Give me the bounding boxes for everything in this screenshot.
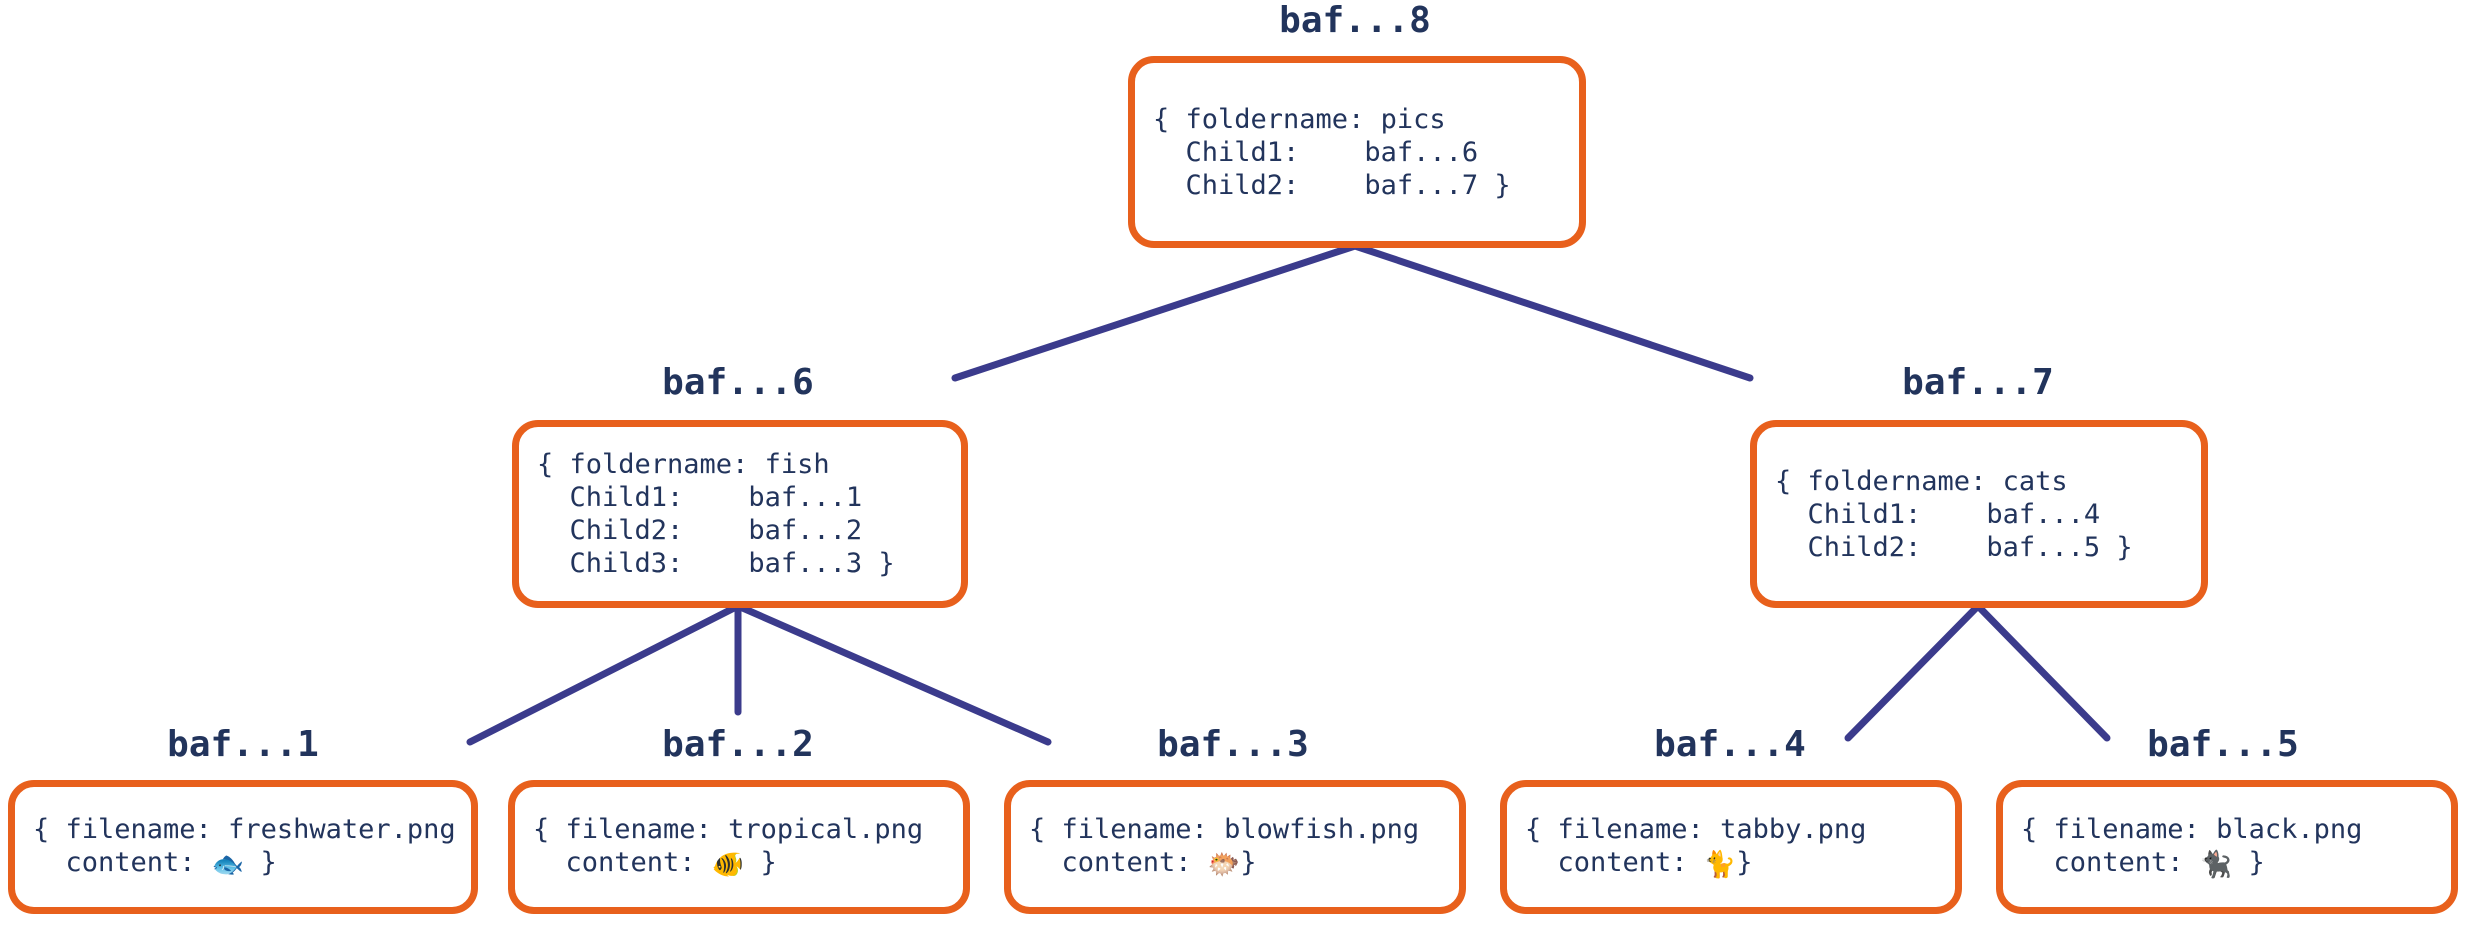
node-row: { foldername: cats — [1775, 465, 2068, 497]
node-box-tabby[interactable]: { filename: tabby.png content: 🐈} — [1500, 780, 1962, 914]
node-label-tropical: baf...2 — [662, 724, 814, 765]
node-rows-tabby: { filename: tabby.png content: 🐈} — [1507, 813, 1955, 882]
node-row: { filename: blowfish.png — [1029, 813, 1420, 845]
node-rows-fish: { foldername: fish Child1: baf...1 Child… — [519, 448, 961, 580]
edge-root-fish — [951, 242, 1359, 382]
node-row: Child2: baf...5 } — [1775, 531, 2133, 563]
blowfish-emoji: 🐡 — [1207, 849, 1241, 880]
content-label: content: — [1029, 846, 1208, 878]
content-label: content: — [1525, 846, 1704, 878]
node-row-content: content: 🐟 } — [33, 846, 453, 882]
node-row: Child1: baf...6 — [1153, 136, 1479, 168]
content-label: content: — [2021, 846, 2200, 878]
node-row: Child2: baf...2 — [537, 515, 863, 546]
node-row: Child2: baf...7 } — [1153, 169, 1511, 201]
close-brace: } — [1240, 846, 1257, 878]
close-brace: } — [1736, 846, 1753, 878]
node-label-fish: baf...6 — [662, 362, 814, 403]
content-label: content: — [533, 846, 712, 878]
node-row: { foldername: fish — [537, 449, 830, 480]
node-box-cats[interactable]: { foldername: cats Child1: baf...4 Child… — [1750, 420, 2208, 608]
node-row-content: content: 🐈} — [1525, 846, 1937, 882]
close-brace: } — [744, 846, 777, 878]
node-box-blowfish[interactable]: { filename: blowfish.png content: 🐡} — [1004, 780, 1466, 914]
node-box-fish[interactable]: { foldername: fish Child1: baf...1 Child… — [512, 420, 968, 608]
node-row-content: content: 🐡} — [1029, 846, 1441, 882]
black-cat-emoji: 🐈‍⬛ — [2199, 849, 2233, 880]
node-label-black: baf...5 — [2147, 724, 2299, 765]
node-box-root[interactable]: { foldername: pics Child1: baf...6 Child… — [1128, 56, 1586, 248]
node-rows-root: { foldername: pics Child1: baf...6 Child… — [1135, 103, 1579, 202]
node-row: { filename: black.png — [2021, 813, 2363, 845]
node-label-cats: baf...7 — [1902, 362, 2054, 403]
close-brace: } — [2232, 846, 2265, 878]
cat-emoji: 🐈 — [1703, 849, 1737, 880]
tropical-fish-emoji: 🐠 — [711, 849, 745, 880]
node-label-freshwater: baf...1 — [167, 724, 319, 765]
node-row: Child3: baf...3 } — [537, 548, 895, 579]
node-rows-blowfish: { filename: blowfish.png content: 🐡} — [1011, 813, 1459, 882]
edge-fish-freshwater — [466, 602, 742, 746]
close-brace: } — [244, 846, 277, 878]
node-row: { filename: tropical.png — [533, 813, 924, 845]
node-box-tropical[interactable]: { filename: tropical.png content: 🐠 } — [508, 780, 970, 914]
node-rows-tropical: { filename: tropical.png content: 🐠 } — [515, 813, 963, 882]
node-label-root: baf...8 — [1279, 0, 1431, 41]
fish-emoji: 🐟 — [211, 849, 245, 880]
node-row-content: content: 🐠 } — [533, 846, 945, 882]
node-box-black[interactable]: { filename: black.png content: 🐈‍⬛ } — [1996, 780, 2458, 914]
node-row: Child1: baf...4 — [1775, 498, 2101, 530]
node-rows-black: { filename: black.png content: 🐈‍⬛ } — [2003, 813, 2451, 882]
node-box-freshwater[interactable]: { filename: freshwater.png content: 🐟 } — [8, 780, 478, 914]
node-label-blowfish: baf...3 — [1157, 724, 1309, 765]
content-label: content: — [33, 846, 212, 878]
node-row: Child1: baf...1 — [537, 482, 863, 513]
node-rows-freshwater: { filename: freshwater.png content: 🐟 } — [15, 813, 471, 882]
node-row: { foldername: pics — [1153, 103, 1446, 135]
node-row-content: content: 🐈‍⬛ } — [2021, 846, 2433, 882]
node-label-tabby: baf...4 — [1654, 724, 1806, 765]
edge-fish-blowfish — [734, 602, 1052, 746]
edge-root-cats — [1351, 242, 1754, 382]
node-row: { filename: tabby.png — [1525, 813, 1867, 845]
edge-cats-tabby — [1844, 602, 1982, 742]
edge-cats-black — [1974, 602, 2111, 742]
node-row: { filename: freshwater.png — [33, 813, 456, 845]
node-rows-cats: { foldername: cats Child1: baf...4 Child… — [1757, 465, 2201, 564]
